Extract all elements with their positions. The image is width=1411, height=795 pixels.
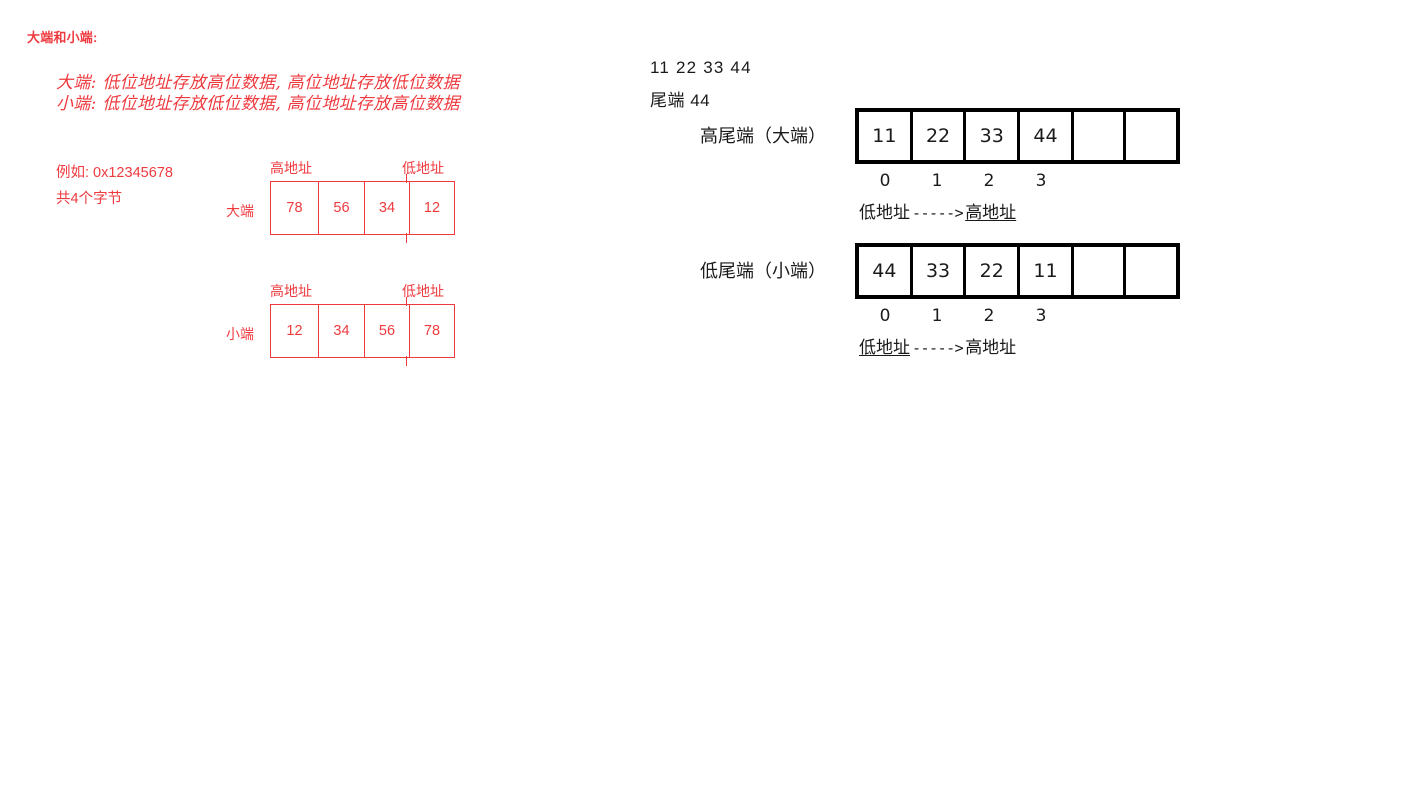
tail-value: 尾端 44 xyxy=(650,91,711,110)
low-address-label: 低地址 xyxy=(859,338,910,357)
big-endian-address-direction: 低地址 -----> 高地址 xyxy=(859,198,1016,223)
little-endian-diagram-label: 低尾端（小端） xyxy=(700,261,826,281)
index-label: 0 xyxy=(879,171,891,191)
index-label: 1 xyxy=(931,171,943,191)
memory-cell-empty xyxy=(1070,243,1127,299)
memory-cell-empty xyxy=(1123,243,1180,299)
byte-cell: 78 xyxy=(270,181,319,235)
index-label: 2 xyxy=(983,171,995,191)
page-title: 大端和小端: xyxy=(27,30,98,45)
byte-cell: 56 xyxy=(364,304,410,358)
little-endian-table: 12 34 56 78 xyxy=(270,304,455,358)
table-row: 44 33 22 11 xyxy=(855,243,1180,299)
big-endian-memory-table: 11 22 33 44 xyxy=(855,108,1180,164)
tick-mark-top xyxy=(406,297,407,306)
byte-cell: 34 xyxy=(364,181,410,235)
memory-cell: 44 xyxy=(1017,108,1074,164)
big-endian-diagram-label: 高尾端（大端） xyxy=(700,126,826,146)
memory-cell: 11 xyxy=(855,108,913,164)
example-hex-value: 例如: 0x12345678 xyxy=(56,165,173,181)
memory-cell: 33 xyxy=(963,108,1021,164)
byte-cell: 12 xyxy=(409,181,455,235)
index-label: 2 xyxy=(983,306,995,326)
little-endian-row-label: 小端 xyxy=(226,326,254,342)
arrow-glyph: -----> xyxy=(912,339,964,357)
little-endian-byte-table: 高地址 低地址 小端 12 34 56 78 xyxy=(226,281,455,366)
big-endian-row-label: 大端 xyxy=(226,203,254,219)
table-row: 11 22 33 44 xyxy=(855,108,1180,164)
memory-cell: 44 xyxy=(855,243,913,299)
index-label: 0 xyxy=(879,306,891,326)
example-byte-count: 共4个字节 xyxy=(56,191,123,207)
memory-cell: 33 xyxy=(909,243,967,299)
byte-cell: 12 xyxy=(270,304,319,358)
memory-cell: 22 xyxy=(963,243,1021,299)
high-address-label: 高地址 xyxy=(965,338,1017,357)
sequence-values: 11 22 33 44 xyxy=(650,58,752,77)
table-row: 78 56 34 12 xyxy=(270,181,455,235)
big-endian-table: 78 56 34 12 xyxy=(270,181,455,235)
arrow-glyph: -----> xyxy=(912,204,964,222)
rule-little-endian: 小端: 低位地址存放低位数据, 高位地址存放高位数据 xyxy=(56,94,460,114)
big-endian-byte-table: 高地址 低地址 大端 78 56 34 12 xyxy=(226,158,455,243)
little-endian-low-addr-label: 低地址 xyxy=(402,283,444,299)
tick-mark-bottom xyxy=(406,233,407,243)
little-endian-index-row: 0 1 2 3 xyxy=(859,306,1067,326)
memory-cell-empty xyxy=(1070,108,1127,164)
index-label: 3 xyxy=(1035,171,1047,191)
table-row: 12 34 56 78 xyxy=(270,304,455,358)
index-label: 1 xyxy=(931,306,943,326)
little-endian-address-direction: 低地址 -----> 高地址 xyxy=(859,333,1016,358)
little-endian-memory-diagram: 低尾端（小端） 44 33 22 11 0 1 2 3 低地址 -----> 高… xyxy=(700,243,1180,363)
index-label: 3 xyxy=(1035,306,1047,326)
memory-cell: 22 xyxy=(909,108,967,164)
byte-cell: 34 xyxy=(318,304,365,358)
rule-big-endian: 大端: 低位地址存放高位数据, 高位地址存放低位数据 xyxy=(56,73,460,93)
big-endian-low-addr-label: 低地址 xyxy=(402,160,444,176)
big-endian-memory-diagram: 高尾端（大端） 11 22 33 44 0 1 2 3 低地址 -----> 高… xyxy=(700,108,1180,228)
big-endian-index-row: 0 1 2 3 xyxy=(859,171,1067,191)
memory-cell: 11 xyxy=(1017,243,1074,299)
big-endian-high-addr-label: 高地址 xyxy=(270,160,312,176)
low-address-label: 低地址 xyxy=(859,203,910,222)
high-address-label: 高地址 xyxy=(965,203,1017,222)
byte-cell: 78 xyxy=(409,304,455,358)
memory-cell-empty xyxy=(1123,108,1180,164)
tick-mark-top xyxy=(406,174,407,183)
little-endian-high-addr-label: 高地址 xyxy=(270,283,312,299)
tick-mark-bottom xyxy=(406,356,407,366)
byte-cell: 56 xyxy=(318,181,365,235)
little-endian-memory-table: 44 33 22 11 xyxy=(855,243,1180,299)
